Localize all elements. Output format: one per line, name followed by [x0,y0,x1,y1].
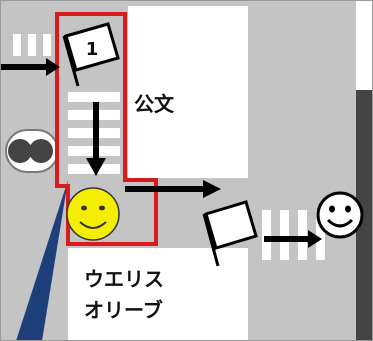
smiley-icon-white [316,191,364,239]
place-label-line2: オリーブ [84,298,163,322]
flag-icon-numbered [62,22,120,87]
arrow-icon [0,58,322,248]
road-right-vertical [248,0,356,341]
route-outline [55,12,158,246]
block-bottom [68,248,168,341]
block-top-right [128,6,248,92]
view-wedge [16,180,68,341]
kumon-label: 公文 [134,92,175,116]
flag-icon [202,200,258,267]
dark-edge-bar [356,90,373,341]
road-top-horizontal [0,0,248,6]
flag-number: 1 [86,39,99,60]
traffic-light-icon [5,129,59,173]
place-label-line1: ウエリス [84,267,164,291]
smiley-icon-yellow [66,187,120,241]
